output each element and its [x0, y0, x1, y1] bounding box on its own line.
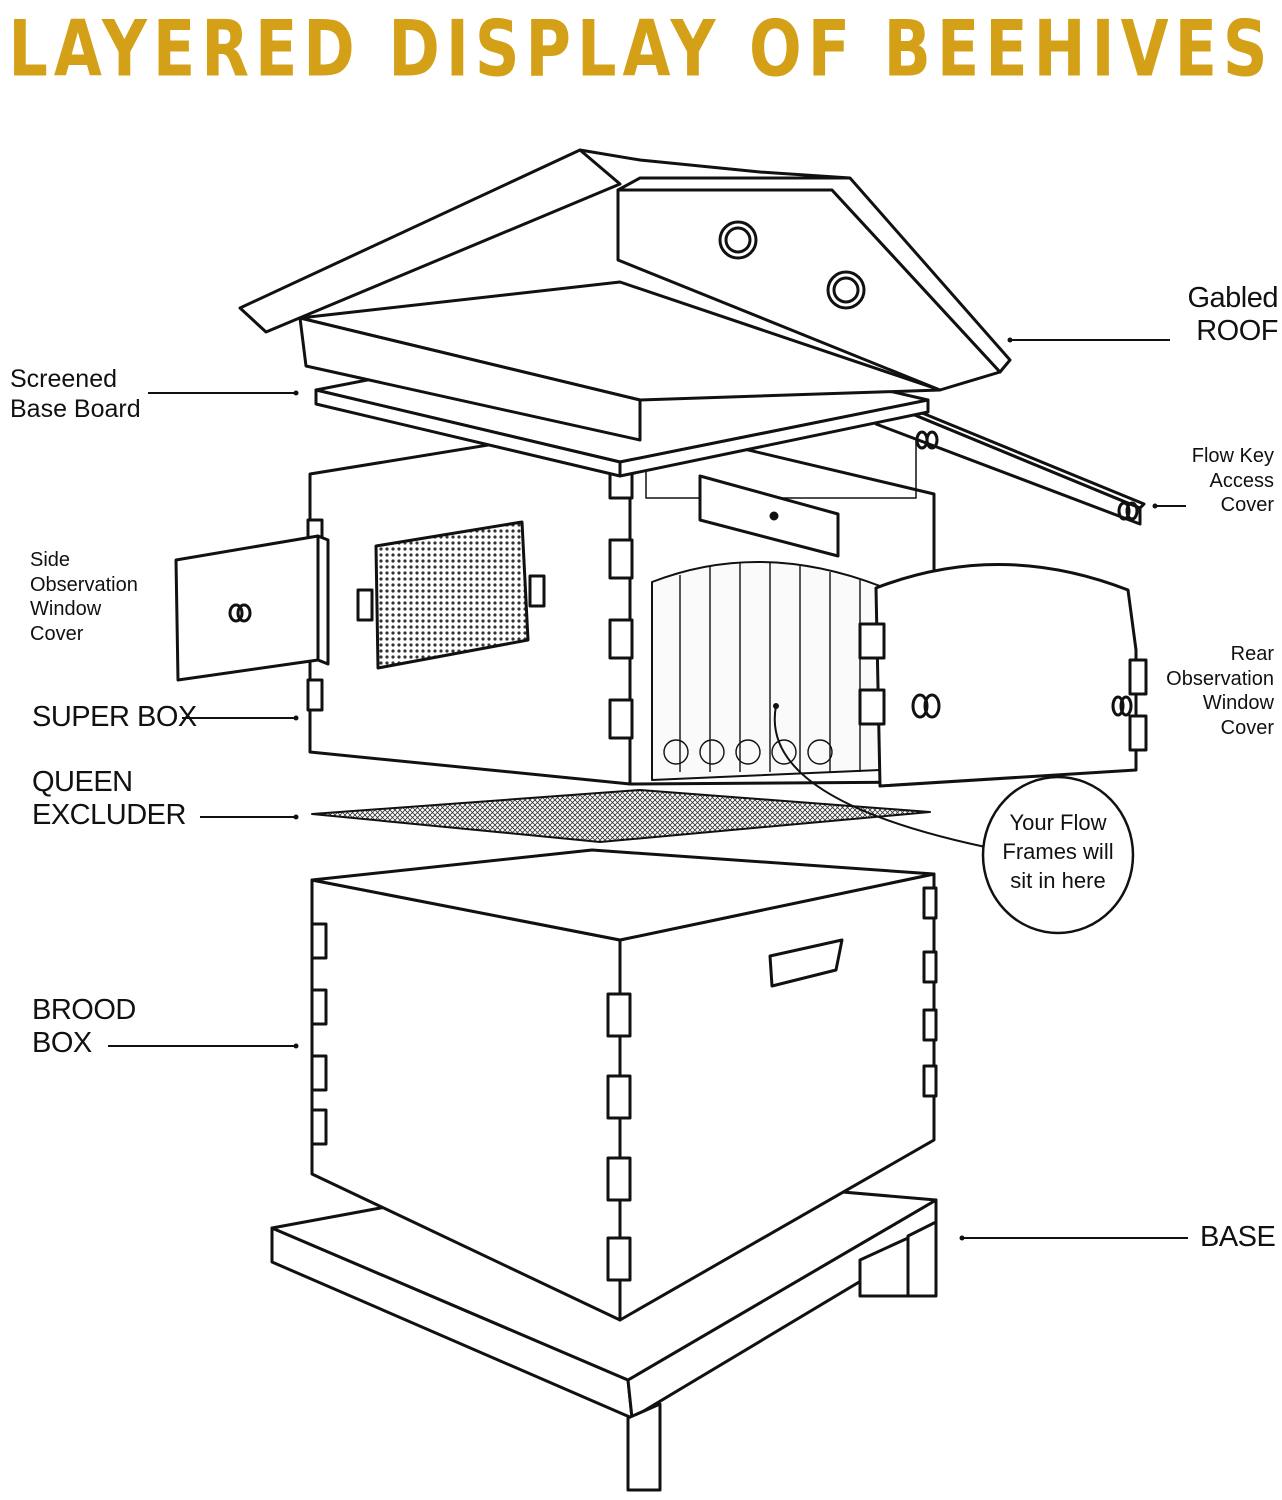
- gabled-roof-part: [238, 148, 1012, 442]
- flow-key-access-cover-part: [874, 402, 1146, 526]
- label-flow-frames-callout: Your Flow Frames will sit in here: [1002, 810, 1114, 893]
- label-super-box: SUPER BOX: [32, 701, 197, 733]
- brood-box-part: [310, 848, 938, 1322]
- queen-excluder-part: [311, 789, 931, 843]
- label-queen-excluder: QUEEN EXCLUDER: [32, 766, 186, 831]
- flow-frames-callout-circle: [981, 775, 1135, 935]
- label-flow-key-access-cover: Flow Key Access Cover: [1191, 445, 1274, 516]
- page-title: LAYERED DISPLAY OF BEEHIVES: [8, 3, 1274, 95]
- label-screened-base-board: Screened Base Board: [10, 365, 141, 423]
- label-gabled-roof: Gabled ROOF: [1187, 282, 1278, 347]
- label-base: BASE: [1200, 1221, 1276, 1253]
- leader-lines: [108, 339, 1188, 1239]
- side-observation-window-cover-part: [174, 534, 330, 682]
- label-brood-box: BROOD BOX: [32, 994, 136, 1059]
- rear-observation-window-cover-part: [858, 563, 1148, 788]
- super-box-part: [306, 407, 936, 786]
- label-side-observation-window-cover: Side Observation Window Cover: [30, 549, 138, 645]
- label-rear-observation-window-cover: Rear Observation Window Cover: [1166, 643, 1274, 739]
